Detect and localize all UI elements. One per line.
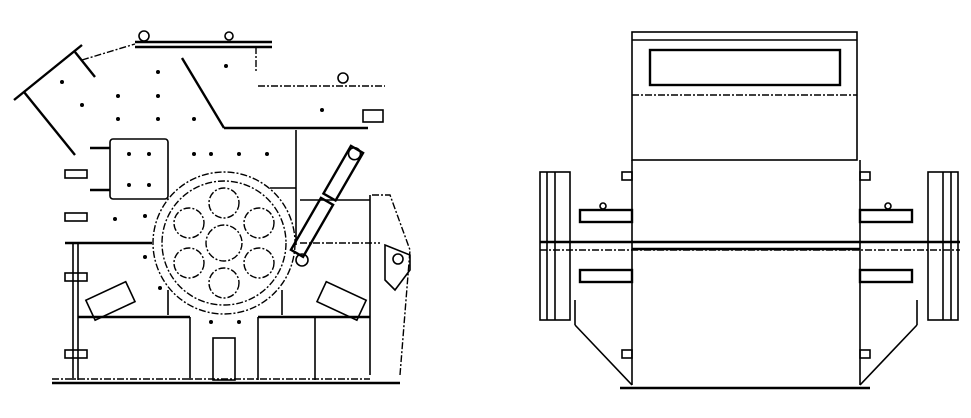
side-view — [13, 30, 411, 385]
hammer-pin — [173, 247, 205, 279]
side-body — [52, 64, 411, 385]
hammer-pin — [173, 207, 205, 239]
hammer-pin — [208, 187, 240, 219]
rotor — [152, 171, 296, 315]
hammer-pin — [243, 207, 275, 239]
hammer-pin — [208, 267, 240, 299]
hammer-pin — [243, 247, 275, 279]
feed-chute — [13, 30, 385, 156]
front-view — [539, 31, 960, 390]
